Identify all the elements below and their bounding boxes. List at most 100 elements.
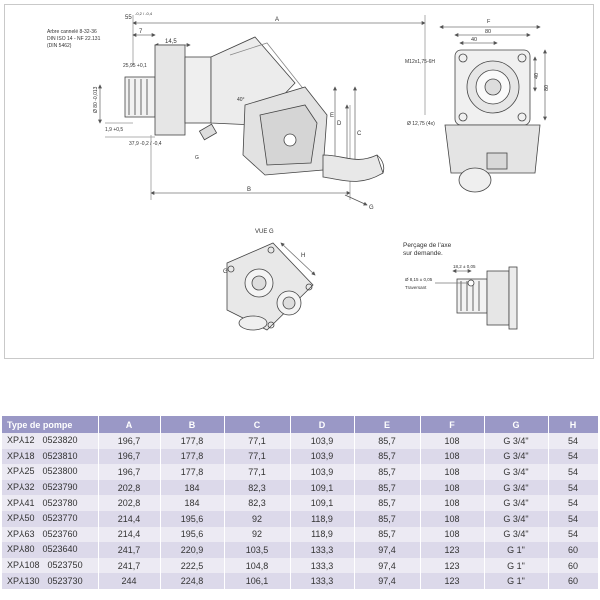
cell-d: 109,1 bbox=[290, 479, 355, 496]
pump-type: XP⅄50 bbox=[7, 513, 35, 524]
dim-14-5: 14,5 bbox=[165, 39, 177, 45]
cell-c: 82,3 bbox=[224, 495, 291, 511]
dimensions-table: Type de pompe A B C D E F G H XP⅄12 05238… bbox=[2, 416, 599, 589]
cell-a: 196,7 bbox=[98, 433, 161, 449]
cell-a: 214,4 bbox=[98, 526, 161, 543]
front-dim-80v: 80 bbox=[544, 85, 550, 91]
front-dim-40: 40 bbox=[471, 37, 477, 43]
cell-g: G 3/4" bbox=[484, 510, 549, 527]
cell-c: 77,1 bbox=[224, 464, 291, 480]
cell-b: 177,8 bbox=[160, 433, 225, 449]
header-e: E bbox=[354, 416, 421, 433]
dim-80: Ø 80 -0,013 bbox=[93, 86, 99, 113]
cell-c: 106,1 bbox=[224, 573, 291, 589]
cell-a: 202,8 bbox=[98, 495, 161, 511]
pump-reference: 0523800 bbox=[42, 466, 78, 477]
bore-through: Traversant bbox=[405, 285, 427, 290]
cell-d: 103,9 bbox=[290, 464, 355, 480]
cell-e: 97,4 bbox=[354, 557, 421, 574]
pump-type: XP⅄130 bbox=[7, 575, 40, 586]
cell-f: 108 bbox=[420, 479, 485, 496]
pump-type: XP⅄41 bbox=[7, 497, 35, 508]
pump-reference: 0523780 bbox=[42, 497, 78, 508]
table-header-row: Type de pompe A B C D E F G H bbox=[2, 416, 599, 433]
cell-h: 54 bbox=[548, 526, 599, 543]
cell-e: 85,7 bbox=[354, 510, 421, 527]
cell-e: 85,7 bbox=[354, 448, 421, 465]
cell-g: G 1" bbox=[484, 542, 549, 558]
cell-g: G 3/4" bbox=[484, 526, 549, 543]
pump-type: XP⅄63 bbox=[7, 528, 35, 539]
view-g-g: G bbox=[223, 269, 228, 275]
drawing-canvas: 55 -0,2 / -0,4 A 7 14,5 Arbre cannelé 8-… bbox=[47, 11, 550, 331]
cell-g: G 3/4" bbox=[484, 433, 549, 449]
cell-d: 133,3 bbox=[290, 557, 355, 574]
cell-b: 184 bbox=[160, 479, 225, 496]
cell-f: 123 bbox=[420, 542, 485, 558]
pump-type: XP⅄108 bbox=[7, 560, 40, 571]
cell-a: 202,8 bbox=[98, 479, 161, 496]
cell-h: 54 bbox=[548, 495, 599, 511]
header-c: C bbox=[224, 416, 291, 433]
bore-dim-18: 18,2 ± 0,05 bbox=[453, 264, 476, 269]
dim-d: D bbox=[337, 121, 342, 127]
bore-title-1: Perçage de l'axe bbox=[403, 242, 452, 249]
cell-d: 109,1 bbox=[290, 495, 355, 511]
dim-1-9: 1,9 +0,5 bbox=[105, 127, 123, 133]
pump-reference: 0523790 bbox=[42, 482, 78, 493]
cell-c: 104,8 bbox=[224, 557, 291, 574]
cell-e: 85,7 bbox=[354, 464, 421, 480]
pump-type: XP⅄12 bbox=[7, 435, 35, 446]
tol-55: -0,2 / -0,4 bbox=[135, 11, 153, 16]
cell-h: 60 bbox=[548, 573, 599, 589]
pump-reference: 0523820 bbox=[42, 435, 78, 446]
pump-type-cell: XP⅄41 0523780 bbox=[2, 495, 99, 511]
front-dim-40v: 40 bbox=[534, 73, 540, 79]
header-a: A bbox=[98, 416, 161, 433]
header-d: D bbox=[290, 416, 355, 433]
pump-reference: 0523730 bbox=[47, 575, 83, 586]
cell-d: 118,9 bbox=[290, 510, 355, 527]
dim-55: 55 bbox=[125, 15, 132, 21]
pump-type-cell: XP⅄108 0523750 bbox=[2, 557, 99, 574]
dim-25-95: 25,95 +0,1 bbox=[123, 63, 147, 69]
pump-type: XP⅄18 bbox=[7, 450, 35, 461]
cell-g: G 1" bbox=[484, 557, 549, 574]
header-h: H bbox=[548, 416, 599, 433]
dim-b: B bbox=[247, 187, 251, 193]
cell-e: 85,7 bbox=[354, 526, 421, 543]
cell-c: 77,1 bbox=[224, 433, 291, 449]
pump-reference: 0523750 bbox=[47, 560, 83, 571]
cell-e: 97,4 bbox=[354, 573, 421, 589]
dim-c: C bbox=[357, 131, 362, 137]
view-g-arrow-label: G bbox=[369, 205, 374, 211]
dim-37-9: 37,9 -0,2 / -0,4 bbox=[129, 141, 162, 147]
front-dim-80: 80 bbox=[485, 29, 491, 35]
front-dim-f: F bbox=[487, 19, 491, 25]
angle-40: 40° bbox=[237, 97, 245, 103]
cell-a: 241,7 bbox=[98, 557, 161, 574]
pump-type: XP⅄25 bbox=[7, 466, 35, 477]
g-port-label: G bbox=[195, 155, 199, 161]
cell-h: 54 bbox=[548, 479, 599, 496]
cell-c: 103,5 bbox=[224, 542, 291, 558]
header-type: Type de pompe bbox=[2, 416, 99, 433]
cell-e: 85,7 bbox=[354, 495, 421, 511]
cell-g: G 3/4" bbox=[484, 448, 549, 465]
cell-b: 220,9 bbox=[160, 542, 225, 558]
view-g bbox=[226, 242, 316, 331]
cell-f: 108 bbox=[420, 464, 485, 480]
cell-f: 108 bbox=[420, 433, 485, 449]
cell-g: G 3/4" bbox=[484, 464, 549, 480]
cell-f: 123 bbox=[420, 573, 485, 589]
cell-f: 108 bbox=[420, 448, 485, 465]
pump-type: XP⅄32 bbox=[7, 482, 35, 493]
cell-c: 92 bbox=[224, 510, 291, 527]
